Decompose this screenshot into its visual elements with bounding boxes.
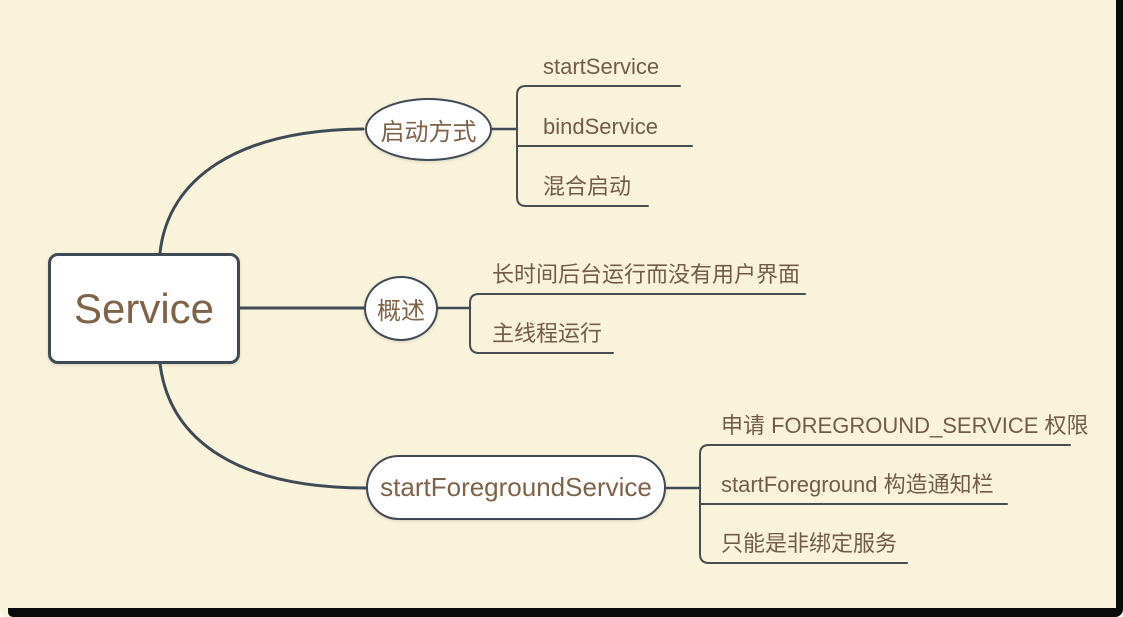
child-topic-foreground-permission[interactable]: 申请 FOREGROUND_SERVICE 权限 [721, 413, 1089, 438]
root-node-label: Service [73, 284, 215, 332]
child-topic-long-running-no-ui[interactable]: 长时间后台运行而没有用户界面 [492, 262, 801, 287]
branch-node-label: startForegroundService [380, 472, 652, 502]
branch-node-label: 概述 [377, 298, 425, 325]
branch-node-overview[interactable]: 概述 [364, 276, 438, 341]
bottom-edge-bar [8, 608, 1123, 617]
branch-node-startup-methods[interactable]: 启动方式 [365, 98, 492, 161]
right-edge-bar [1116, 0, 1123, 617]
child-topic-unbound-only[interactable]: 只能是非绑定服务 [721, 531, 898, 556]
child-topic-start-foreground-notification[interactable]: startForeground 构造通知栏 [721, 472, 994, 497]
branch-node-start-foreground-service[interactable]: startForegroundService [366, 455, 666, 520]
child-topic-main-thread[interactable]: 主线程运行 [492, 321, 603, 346]
branch-node-label: 启动方式 [380, 119, 477, 146]
child-topic-mixed-start[interactable]: 混合启动 [543, 174, 632, 199]
root-node-service[interactable]: Service [48, 253, 240, 364]
child-topic-start-service[interactable]: startService [543, 54, 660, 79]
child-topic-bind-service[interactable]: bindService [543, 114, 658, 139]
